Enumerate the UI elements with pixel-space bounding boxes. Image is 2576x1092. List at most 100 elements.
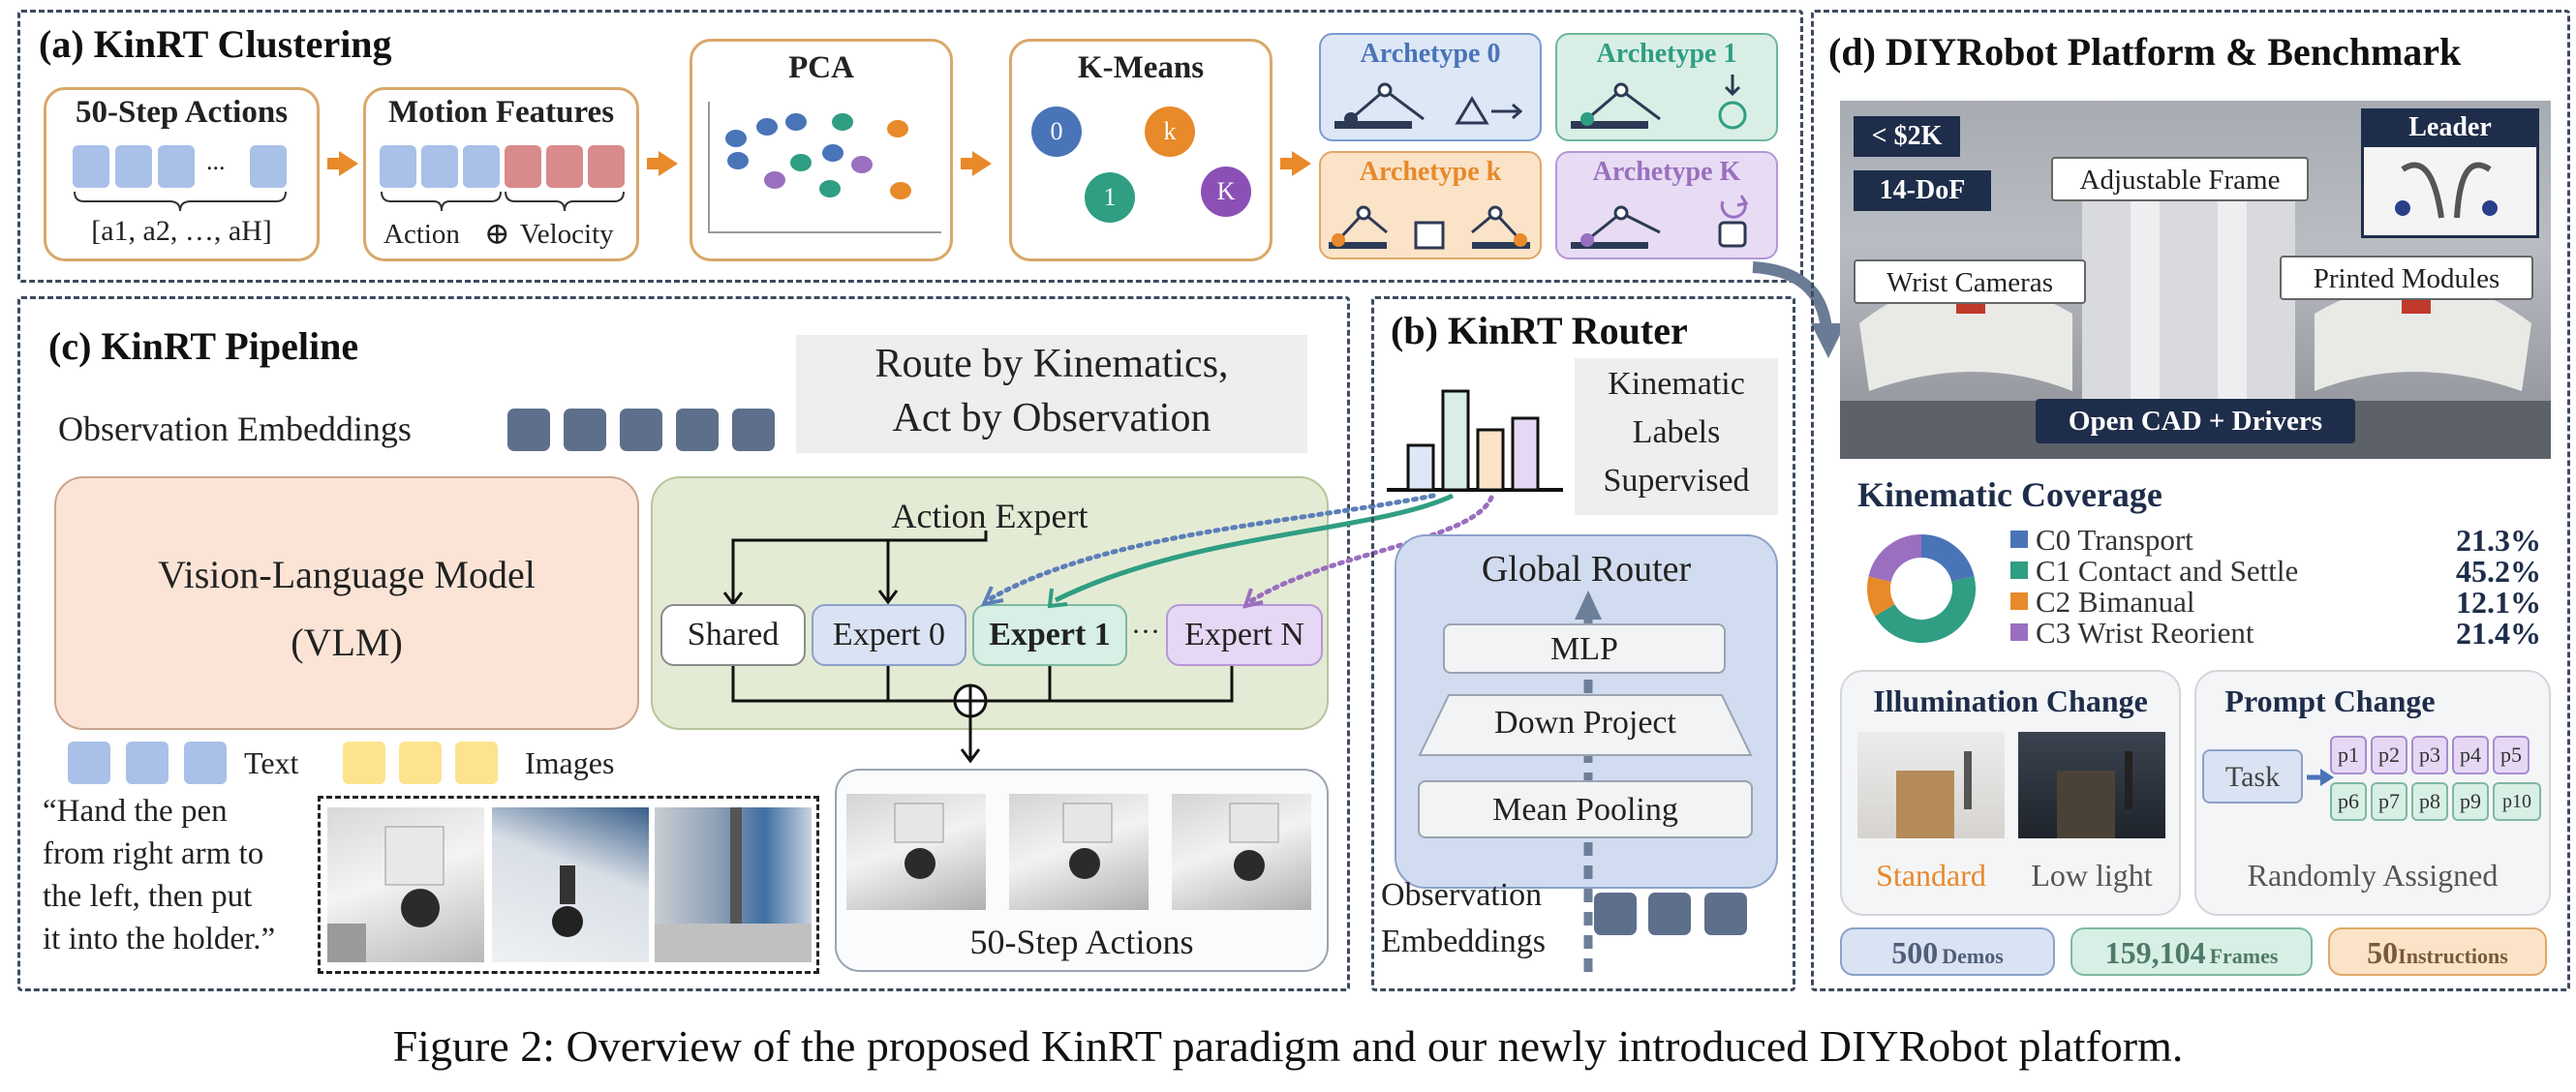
flow-arrow [1280, 158, 1294, 169]
task-arrow [2307, 769, 2334, 786]
instructions-label: Instructions [2398, 944, 2508, 968]
instruction-line-4: it into the holder.” [43, 922, 276, 956]
demos-number: 500 [1891, 935, 1939, 970]
clustering-section [17, 10, 1803, 283]
standard-label: Standard [1876, 858, 1986, 893]
route-callout [796, 335, 1307, 453]
velocity-feature-token [588, 145, 625, 188]
frames-pill: 159,104 Frames [2070, 927, 2313, 976]
down-project-shape [1418, 694, 1753, 756]
flow-arrow [647, 158, 660, 169]
kinematic-labels-callout [1575, 358, 1778, 515]
cluster-K: K [1201, 167, 1251, 217]
leader-label: Leader [2361, 108, 2539, 147]
camera-image-left [327, 807, 484, 962]
camera-image-right [655, 807, 812, 962]
step-actions-title: 50-Step Actions [75, 95, 289, 130]
clustering-title: (a) KinRT Clustering [39, 22, 392, 66]
coverage-swatch-c1 [2010, 561, 2028, 579]
archetype-1-icon [1571, 75, 1747, 130]
cluster-1: 1 [1085, 172, 1135, 223]
text-label: Text [244, 745, 299, 780]
prompt-p6: p6 [2330, 782, 2367, 821]
prompt-p8: p8 [2411, 782, 2448, 821]
expert-0: Expert 0 [812, 604, 966, 666]
coverage-pct-c1: 45.2% [2456, 554, 2541, 589]
router-flow [1575, 591, 1602, 972]
action-feature-token [380, 145, 416, 188]
shared-expert: Shared [660, 604, 806, 666]
route-line-1: Route by Kinematics, [874, 342, 1229, 386]
to-platform-arrow [1752, 261, 1846, 358]
output-frame-2 [1009, 794, 1149, 910]
action-formula: [a1, a2, …, aH] [91, 215, 272, 247]
vlm-line-2: (VLM) [291, 621, 403, 664]
action-token [250, 145, 287, 188]
action-brace [74, 191, 287, 212]
expert-N: Expert N [1166, 604, 1323, 666]
demos-pill: 500 Demos [1840, 927, 2055, 976]
observation-embeddings-label: Observation Embeddings [58, 410, 412, 448]
prompt-p7: p7 [2371, 782, 2407, 821]
pca-box [690, 39, 953, 261]
coverage-label-c2: C2 Bimanual [2036, 585, 2195, 619]
obs-embedding-token [564, 409, 606, 451]
coverage-label-c0: C0 Transport [2036, 523, 2193, 557]
flow-arrow [961, 158, 974, 169]
prompt-p9: p9 [2452, 782, 2489, 821]
prompt-p4: p4 [2452, 736, 2489, 774]
expert-ellipsis: ··· [1131, 616, 1160, 648]
coverage-pct-c3: 21.4% [2456, 616, 2541, 651]
output-frame-3 [1172, 794, 1311, 910]
figure-caption: Figure 2: Overview of the proposed KinRT… [392, 1021, 2184, 1071]
token-ellipsis: ... [206, 147, 226, 175]
router-title: (b) KinRT Router [1391, 309, 1688, 352]
platform-section [1811, 10, 2570, 991]
feature-brace [381, 191, 625, 212]
router-obs-token [1648, 893, 1691, 935]
frames-number: 159,104 [2104, 935, 2206, 970]
kinematic-labels-line-1: Kinematic [1608, 366, 1745, 402]
randomly-assigned-label: Randomly Assigned [2247, 858, 2499, 893]
instruction-line-3: the left, then put [43, 879, 253, 914]
velocity-feature-token [546, 145, 583, 188]
prompt-p5: p5 [2493, 736, 2530, 774]
archetype-1-label: Archetype 1 [1596, 39, 1737, 69]
coverage-label-c3: C3 Wrist Reorient [2036, 616, 2254, 650]
expert-routing-lines [722, 531, 1234, 764]
action-token [158, 145, 195, 188]
output-frame-1 [846, 794, 986, 910]
archetype-0-icon [1334, 82, 1523, 129]
vlm-line-1: Vision-Language Model [158, 553, 536, 596]
coverage-pct-c0: 21.3% [2456, 523, 2541, 558]
obs-embedding-token [620, 409, 662, 451]
coverage-title: Kinematic Coverage [1857, 475, 2162, 514]
coverage-donut [1867, 534, 1976, 643]
images-label: Images [525, 745, 615, 780]
router-obs-line-2: Embeddings [1381, 924, 1546, 959]
price-badge: < $2K [1854, 116, 1960, 157]
obs-embedding-token [507, 409, 550, 451]
flow-arrow [327, 158, 341, 169]
image-token [343, 742, 385, 784]
prompt-p2: p2 [2371, 736, 2407, 774]
oplus-symbol: ⊕ [484, 216, 510, 251]
adjustable-frame-label: Adjustable Frame [2051, 157, 2309, 201]
router-to-expert-curves [980, 493, 1494, 609]
demos-label: Demos [1942, 944, 2004, 968]
kinematic-labels-line-3: Supervised [1603, 463, 1750, 499]
coverage-label-c1: C1 Contact and Settle [2036, 554, 2299, 588]
action-feature-token [421, 145, 458, 188]
donut-slice-c1 [1874, 576, 1976, 643]
down-project-label: Down Project [1494, 705, 1676, 741]
instruction-line-1: “Hand the pen [43, 794, 228, 829]
archetype-k-label: Archetype k [1359, 157, 1502, 187]
obs-embedding-token [732, 409, 775, 451]
action-feature-token [463, 145, 500, 188]
router-obs-token [1594, 893, 1637, 935]
flow-arrow-head [659, 151, 678, 176]
vlm-box [54, 476, 639, 730]
pipeline-section [17, 296, 1350, 991]
low-light-photo [2018, 732, 2165, 838]
pca-scatter [708, 102, 941, 233]
